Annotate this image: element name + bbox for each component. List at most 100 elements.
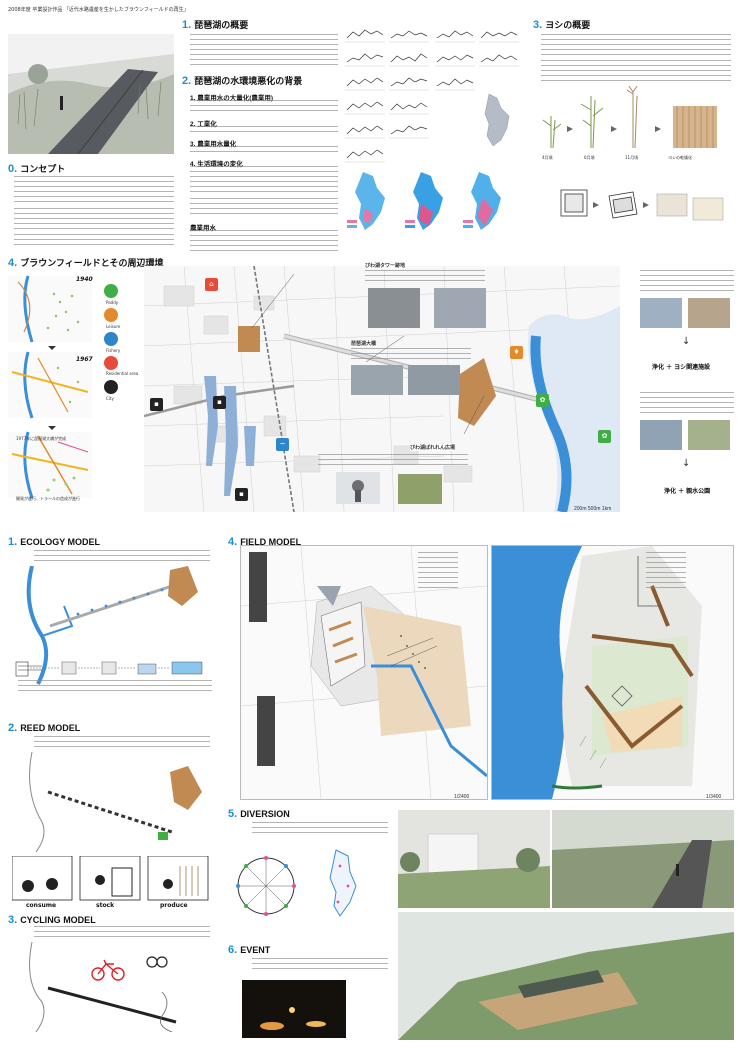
leisure-icon [104, 308, 118, 322]
section-1-title: 1.琵琶湖の概要 [182, 19, 249, 31]
section-2-body-5 [190, 198, 338, 218]
reed-cycle-panels [11, 855, 212, 912]
map-scale: 200m 500m 1km [574, 506, 612, 512]
section-0-body-3 [14, 234, 174, 248]
field-model-left-legend [418, 552, 458, 588]
map-label-park: びわ湖ばれれん広場 [410, 444, 456, 451]
sparkline-grid-right [435, 24, 521, 164]
boardwalk-photo [8, 34, 174, 154]
reed-label-produce: produce [160, 902, 188, 909]
right-photo-1 [640, 298, 682, 328]
historical-maps [8, 272, 98, 504]
section-0-body-2 [14, 208, 174, 230]
ecology-diagram-notes [18, 680, 212, 692]
scale-left: 1/2400 [454, 794, 470, 800]
arrow-down-icon: ↓ [682, 336, 691, 347]
map-marker-fishery-icon: ~ [276, 438, 289, 451]
map-label-park-desc [318, 454, 468, 468]
lake-pollution-maps [345, 168, 521, 238]
model-3-title: 3.CYCLING MODEL [8, 914, 96, 926]
model-4-title: 4.FIELD MODEL [228, 536, 302, 548]
legend-leisure: Leisure [106, 324, 121, 329]
map-marker-city-icon-3: ▪ [235, 488, 248, 501]
legend-residential: Residential area [106, 371, 139, 376]
legend-city: City [106, 396, 114, 401]
map-year-1967: 1967 [76, 356, 93, 363]
scale-right: 1/3400 [706, 794, 722, 800]
model-5-title: 5.DIVERSION [228, 808, 290, 820]
diversion-diagram [236, 842, 386, 932]
reed-stage-4: ヨシの乾燥化 [668, 155, 692, 160]
section-0-title: 0.コンセプト [8, 163, 66, 175]
section-3-title: 3.ヨシの概要 [533, 19, 591, 31]
reed-stage-3: 11月頃 [625, 155, 639, 160]
map-label-bridge-desc [351, 348, 471, 362]
section-2-sub-2: 2. 工業化 [190, 121, 217, 128]
section-2-sub-3: 3. 農業用水量化 [190, 141, 237, 148]
map-marker-city-icon: ▪ [150, 398, 163, 411]
residential-icon [104, 356, 118, 370]
reed-stage-1: 4月頃 [542, 155, 553, 160]
section-2-body-3 [190, 146, 338, 154]
map-note-bridge: 1977年に琵琶湖大橋が完成 [16, 436, 67, 441]
city-icon [104, 380, 118, 394]
section-2-body-1 [190, 100, 338, 114]
section-3-body-1 [541, 34, 731, 56]
section-2-body-2 [190, 126, 338, 134]
right-note-2 [640, 392, 734, 416]
field-model-right [491, 545, 734, 800]
right-photo-2 [688, 298, 730, 328]
model-6-body [252, 958, 388, 972]
model-1-title: 1.ECOLOGY MODEL [8, 536, 101, 548]
poster-header: 2008年度 卒業設計作品 「近代水路遺産を生かしたブラウンフィールドの再生」 [8, 7, 189, 13]
section-2-title: 2.琵琶湖の水環境悪化の背景 [182, 75, 303, 87]
section-1-body [190, 34, 338, 68]
fishery-icon [104, 332, 118, 346]
map-year-1940: 1940 [76, 276, 93, 283]
map-marker-paddy-icon: ✿ [536, 394, 549, 407]
result-reed-facility: 浄化 ＋ ヨシ関連施設 [652, 364, 711, 371]
section-2-sub-4: 4. 生活環境の変化 [190, 161, 243, 168]
map-marker-leisure-icon: ♦ [510, 346, 523, 359]
map-label-tower: びわ湖タワー跡地 [365, 262, 406, 269]
reed-label-consume: consume [26, 902, 57, 909]
map-label-bridge: 琵琶湖大橋 [351, 340, 377, 347]
event-night-photo [242, 980, 346, 1038]
model-3-body [34, 926, 210, 938]
right-photo-4 [688, 420, 730, 450]
section-2-sub-1: 1. 農業用水の大量化(農業用) [190, 95, 274, 102]
bridge-photo-2 [408, 365, 460, 395]
reed-growth-diagram [533, 85, 733, 166]
bridge-photo-1 [351, 365, 403, 395]
arrow-down-icon-2: ↓ [682, 458, 691, 469]
legend-fishery: Fishery [106, 348, 121, 353]
map-label-tower-desc [365, 270, 485, 284]
section-2-body-6 [190, 230, 338, 252]
right-note-1 [640, 270, 734, 294]
section-4-title: 4.ブラウンフィールドとその周辺環境 [8, 257, 164, 269]
reed-diagram [12, 751, 212, 853]
legend-paddy: Paddy [106, 300, 119, 305]
section-2-sub-5: 農業用水 [190, 225, 216, 232]
tower-photo-after [434, 288, 486, 328]
model-5-body [252, 822, 388, 834]
map-marker-residential-icon: ⌂ [205, 278, 218, 291]
result-water-park: 浄化 ＋ 親水公園 [664, 488, 711, 495]
map-note-development: 開発が進行、トラールの造成が進行 [16, 496, 80, 501]
ecology-diagram [12, 565, 212, 696]
rendering-aerial [398, 912, 734, 1040]
field-model-right-legend [646, 552, 686, 592]
model-2-title: 2.REED MODEL [8, 722, 81, 734]
reed-product-diagram [553, 180, 731, 240]
sparkline-grid-left [345, 24, 431, 164]
cycling-diagram [12, 941, 212, 1033]
map-marker-paddy-icon-2: ✿ [598, 430, 611, 443]
reed-label-stock: stock [96, 902, 115, 909]
right-photo-3 [640, 420, 682, 450]
map-marker-city-icon-2: ▪ [213, 396, 226, 409]
park-photo-2 [398, 474, 442, 504]
tower-photo-before [368, 288, 420, 328]
model-1-body [34, 550, 210, 562]
section-3-body-2 [541, 60, 731, 82]
model-2-body [34, 736, 210, 748]
